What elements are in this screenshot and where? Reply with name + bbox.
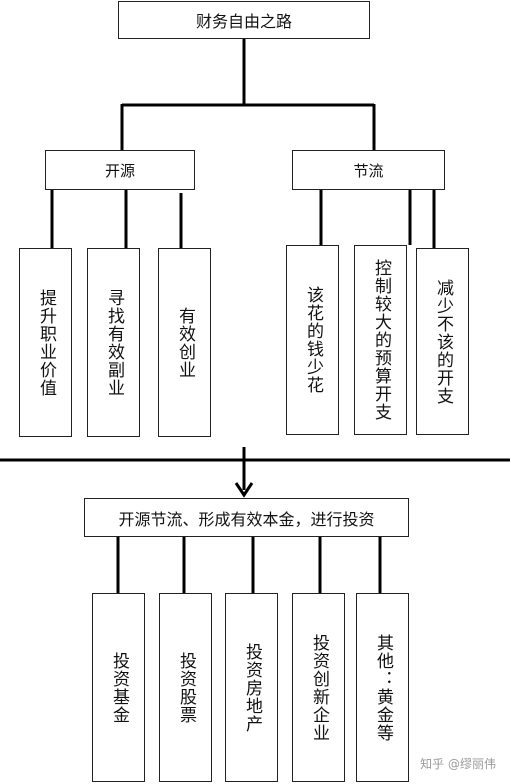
node-spend-less: 该花的钱少花 <box>286 245 339 435</box>
invest-label: 投资股票 <box>176 651 196 724</box>
node-label: 提升职业价值 <box>36 288 56 397</box>
invest-label: 投资创新企业 <box>309 633 329 742</box>
result-box: 开源节流、形成有效本金，进行投资 <box>84 498 409 537</box>
node-label: 有效创业 <box>175 306 195 379</box>
invest-label: 其他：黄金等 <box>373 633 393 742</box>
node-label: 控制较大的预算开支 <box>371 259 391 421</box>
invest-label: 投资房地产 <box>242 642 262 733</box>
invest-startups: 投资创新企业 <box>292 593 345 782</box>
node-side-business: 寻找有效副业 <box>87 248 140 437</box>
node-label: 该花的钱少花 <box>303 286 323 394</box>
node-control-budget: 控制较大的预算开支 <box>354 245 407 435</box>
invest-fund: 投资基金 <box>92 593 145 782</box>
node-raise-career-value: 提升职业价值 <box>19 248 72 437</box>
invest-other-gold: 其他：黄金等 <box>356 593 409 782</box>
node-label: 减少不该的开支 <box>433 278 453 405</box>
branch-jieliu: 节流 <box>292 150 445 190</box>
title-box: 财务自由之路 <box>118 1 370 39</box>
branch-kaiyuan: 开源 <box>45 150 195 190</box>
title-text: 财务自由之路 <box>195 12 292 31</box>
invest-real-estate: 投资房地产 <box>225 593 278 782</box>
invest-label: 投资基金 <box>109 651 129 724</box>
node-label: 寻找有效副业 <box>104 288 124 397</box>
result-text: 开源节流、形成有效本金，进行投资 <box>118 509 375 529</box>
node-cut-expenses: 减少不该的开支 <box>416 248 469 435</box>
branch-kaiyuan-label: 开源 <box>104 161 135 180</box>
invest-stocks: 投资股票 <box>159 593 212 782</box>
watermark: 知乎 @缪丽伟 <box>420 757 496 771</box>
branch-jieliu-label: 节流 <box>353 161 384 180</box>
node-entrepreneurship: 有效创业 <box>158 248 211 437</box>
